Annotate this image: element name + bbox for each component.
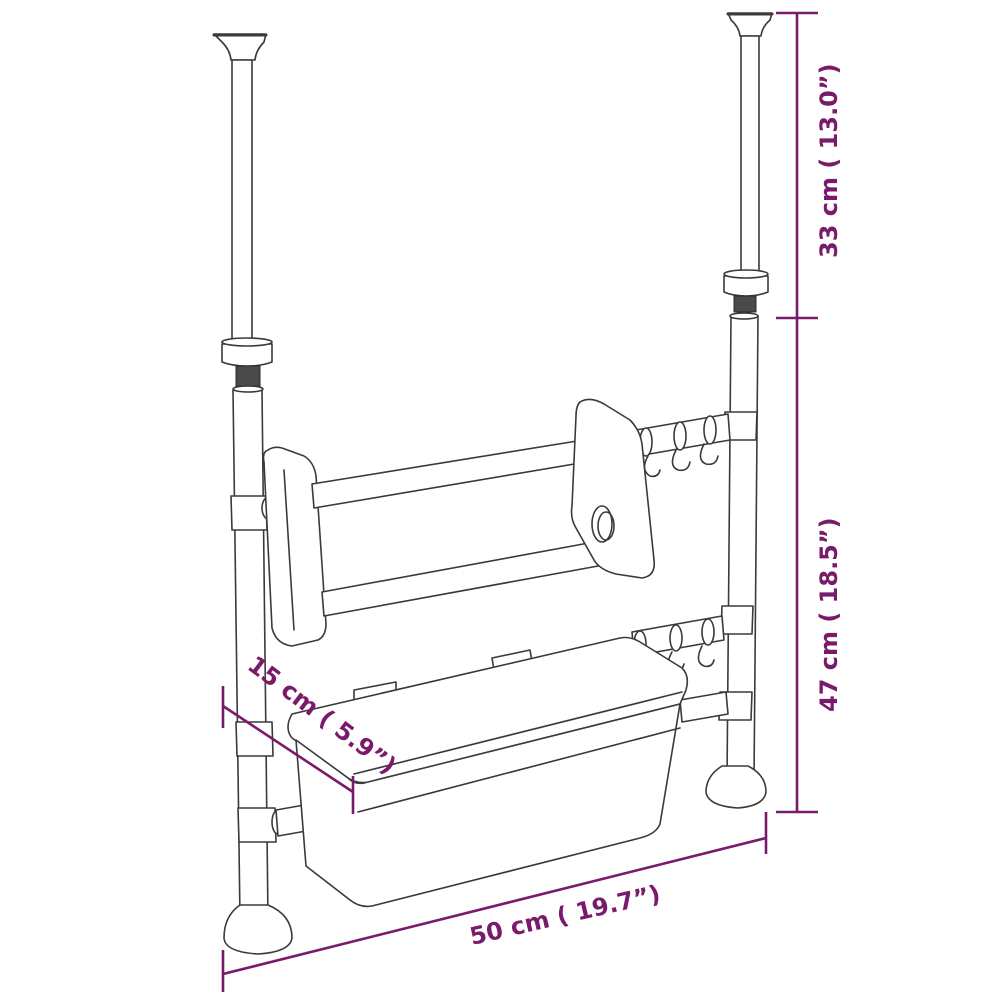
- width-label: 50 cm ( 19.7”): [467, 880, 663, 951]
- left-ceiling-cap: [213, 33, 267, 61]
- hook-icon: [643, 455, 661, 478]
- upper-height-label: 33 cm ( 13.0”): [815, 63, 843, 258]
- right-adjust-nut: [723, 275, 769, 297]
- hook-icon: [697, 645, 715, 668]
- dimension-upper-height: 33 cm ( 13.0”): [776, 11, 843, 320]
- upper-hook-bar: [635, 413, 731, 478]
- lower-height-label: 47 cm ( 18.5”): [815, 517, 843, 712]
- hook-icon: [671, 449, 691, 472]
- right-foot-pad: [705, 765, 767, 809]
- basket: [275, 636, 729, 908]
- hook-icon: [699, 443, 719, 466]
- right-ceiling-cap: [727, 12, 773, 37]
- right-pole: [705, 12, 774, 809]
- left-foot-pad: [223, 904, 293, 955]
- double-rail-rack: [262, 398, 656, 647]
- left-adjust-nut: [221, 343, 273, 367]
- dimension-lower-height: 47 cm ( 18.5”): [776, 318, 843, 814]
